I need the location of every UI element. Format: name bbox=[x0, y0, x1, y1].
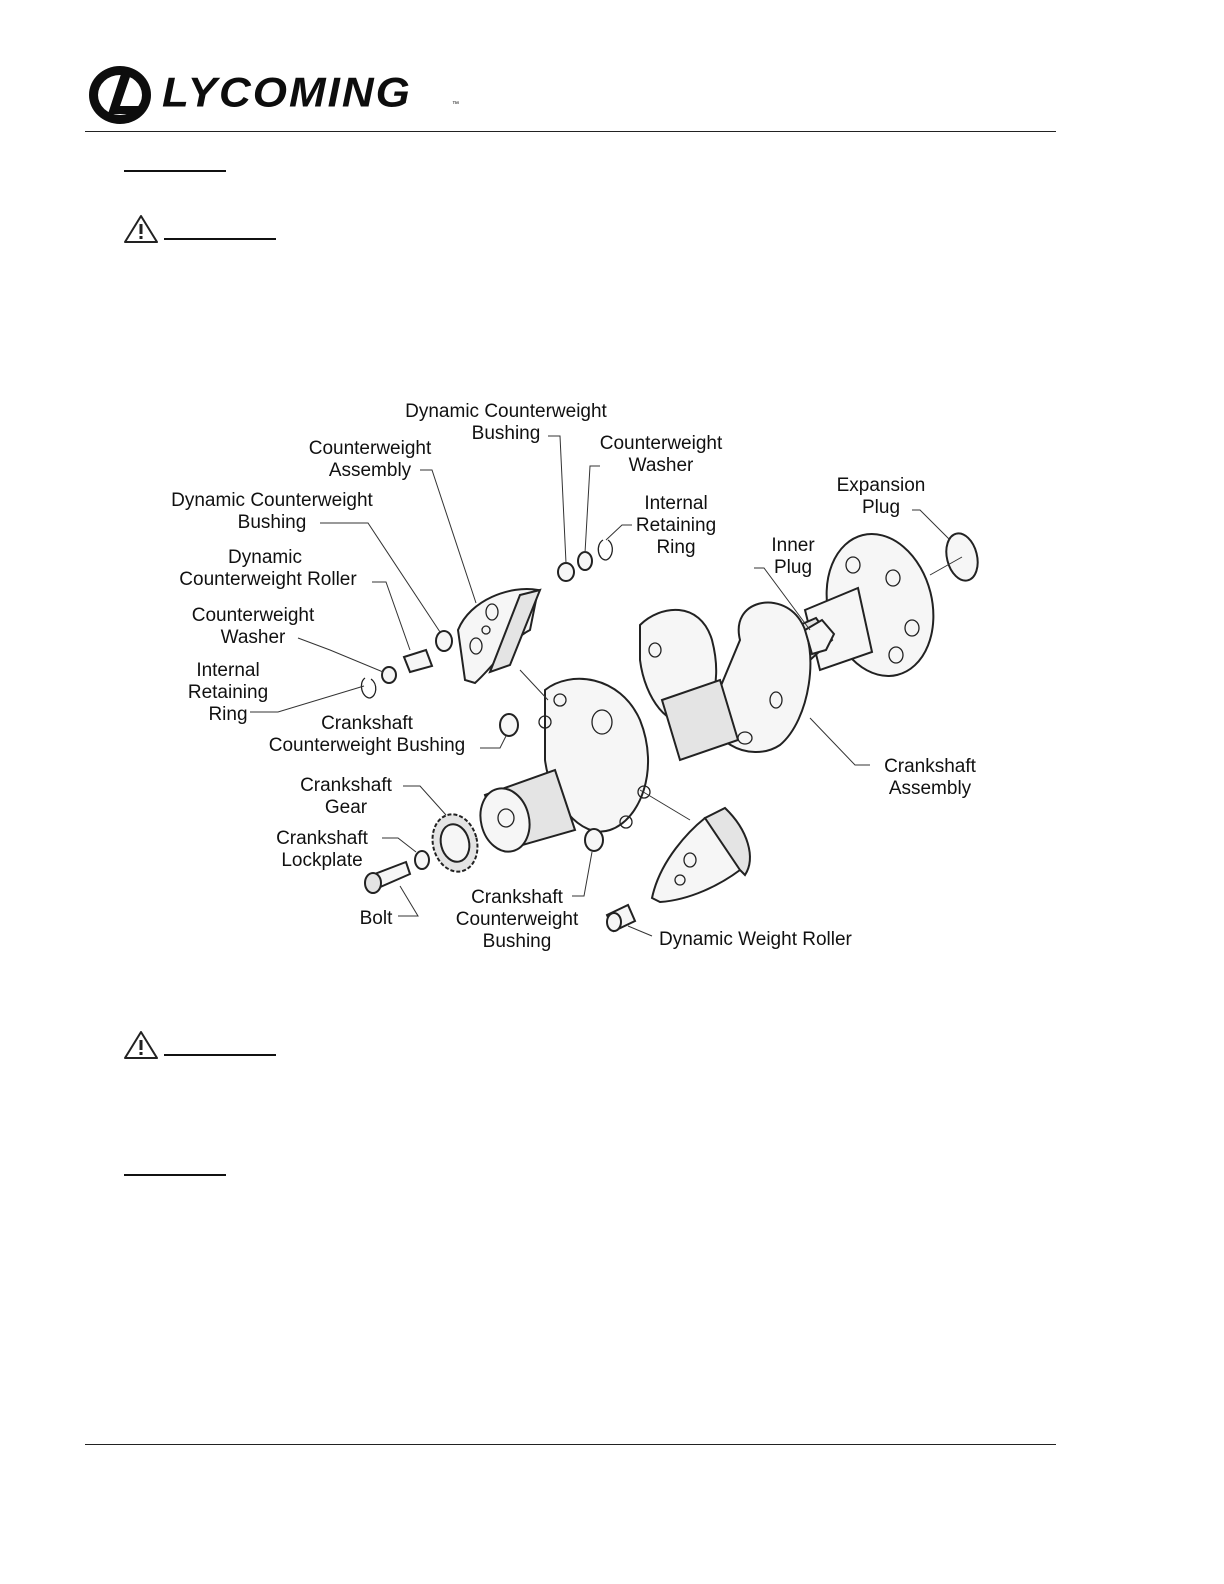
label-crankshaft-lockplate: Lockplate bbox=[281, 850, 362, 871]
label-inner-plug: Plug bbox=[774, 557, 812, 578]
label-dynamic-counterweight-roller: Counterweight Roller bbox=[179, 569, 357, 590]
diagram-labels: Dynamic Counterweight Bushing Counterwei… bbox=[171, 401, 977, 952]
label-counterweight-washer-left: Washer bbox=[221, 627, 286, 648]
label-crankshaft-gear: Gear bbox=[325, 797, 368, 818]
leader-lines bbox=[250, 435, 963, 937]
label-crankshaft-counterweight-bushing-bottom: Crankshaft bbox=[471, 887, 564, 908]
warning-icon bbox=[124, 1031, 158, 1059]
small-parts-left bbox=[360, 630, 604, 852]
label-dynamic-counterweight-bushing-top: Dynamic Counterweight bbox=[405, 401, 607, 422]
label-crankshaft-counterweight-bushing-bottom: Bushing bbox=[483, 931, 552, 952]
label-crankshaft-counterweight-bushing: Counterweight Bushing bbox=[269, 735, 465, 756]
label-dynamic-counterweight-bushing-left: Dynamic Counterweight bbox=[171, 490, 373, 511]
warning-icon bbox=[124, 215, 158, 243]
label-crankshaft-assembly: Crankshaft bbox=[884, 756, 977, 777]
label-inner-plug: Inner bbox=[771, 535, 815, 556]
heading-underline-2 bbox=[124, 1174, 226, 1176]
label-expansion-plug: Plug bbox=[862, 497, 900, 518]
label-internal-retaining-ring-left: Ring bbox=[208, 704, 247, 725]
crankshaft-exploded-diagram: Dynamic Counterweight Bushing Counterwei… bbox=[171, 401, 979, 952]
label-dynamic-counterweight-bushing-left: Bushing bbox=[238, 512, 307, 533]
header-rule bbox=[85, 131, 1056, 132]
label-counterweight-washer-left: Counterweight bbox=[192, 605, 315, 626]
label-counterweight-assembly: Counterweight bbox=[309, 438, 432, 459]
label-internal-retaining-ring-left: Internal bbox=[196, 660, 259, 681]
logo-wordmark: LYCOMING bbox=[162, 69, 412, 116]
warning-underline-1 bbox=[164, 238, 276, 240]
logo-trademark: ™ bbox=[452, 101, 459, 108]
label-internal-retaining-ring-top: Internal bbox=[644, 493, 707, 514]
label-dynamic-weight-roller: Dynamic Weight Roller bbox=[659, 929, 853, 950]
footer-rule bbox=[85, 1444, 1056, 1445]
bottom-counterweight-drawing bbox=[650, 806, 751, 904]
label-internal-retaining-ring-top: Retaining bbox=[636, 515, 716, 536]
label-crankshaft-lockplate: Crankshaft bbox=[276, 828, 369, 849]
inner-plug-drawing bbox=[803, 618, 836, 656]
label-dynamic-counterweight-bushing-top: Bushing bbox=[472, 423, 541, 444]
label-expansion-plug: Expansion bbox=[837, 475, 926, 496]
heading-underline-1 bbox=[124, 170, 226, 172]
label-dynamic-counterweight-roller: Dynamic bbox=[228, 547, 302, 568]
crankshaft-assembly-drawing bbox=[479, 533, 935, 853]
label-crankshaft-assembly: Assembly bbox=[889, 778, 972, 799]
label-counterweight-washer-top: Washer bbox=[629, 455, 694, 476]
label-internal-retaining-ring-top: Ring bbox=[656, 537, 695, 558]
label-crankshaft-counterweight-bushing-bottom: Counterweight bbox=[456, 909, 579, 930]
label-counterweight-washer-top: Counterweight bbox=[600, 433, 723, 454]
warning-underline-2 bbox=[164, 1054, 276, 1056]
label-crankshaft-counterweight-bushing: Crankshaft bbox=[321, 713, 414, 734]
gear-bolt-drawing bbox=[364, 813, 637, 933]
label-counterweight-assembly: Assembly bbox=[329, 460, 412, 481]
counterweight-assembly-drawing bbox=[456, 588, 542, 685]
label-bolt: Bolt bbox=[360, 908, 393, 929]
label-crankshaft-gear: Crankshaft bbox=[300, 775, 393, 796]
label-internal-retaining-ring-left: Retaining bbox=[188, 682, 268, 703]
lycoming-logo-mark bbox=[89, 66, 151, 124]
